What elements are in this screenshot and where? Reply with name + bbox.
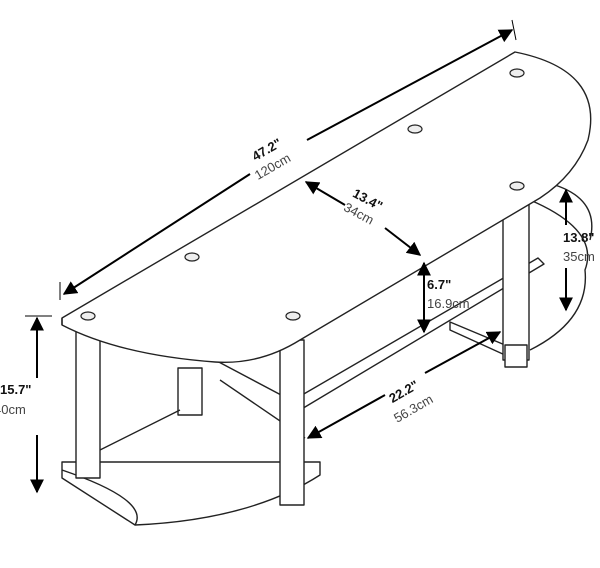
depth-arrow bbox=[304, 181, 346, 206]
top-shelf bbox=[61, 51, 592, 364]
right-leg bbox=[502, 199, 530, 361]
clearance-inches: 6.7" bbox=[427, 277, 452, 292]
side-height-cm: 35cm bbox=[563, 249, 595, 264]
shelf-width-arrow bbox=[306, 394, 386, 439]
side-height-inches: 13.8" bbox=[563, 230, 595, 245]
back-leg-left bbox=[177, 367, 203, 416]
clearance-cm: 16.9cm bbox=[427, 296, 470, 311]
front-leg-left bbox=[75, 327, 101, 479]
height-cm: 40cm bbox=[0, 402, 26, 417]
bottom-shelf bbox=[61, 461, 321, 526]
front-leg-middle bbox=[279, 339, 305, 506]
height-inches: 15.7" bbox=[0, 382, 32, 397]
length-arrow bbox=[62, 173, 251, 295]
